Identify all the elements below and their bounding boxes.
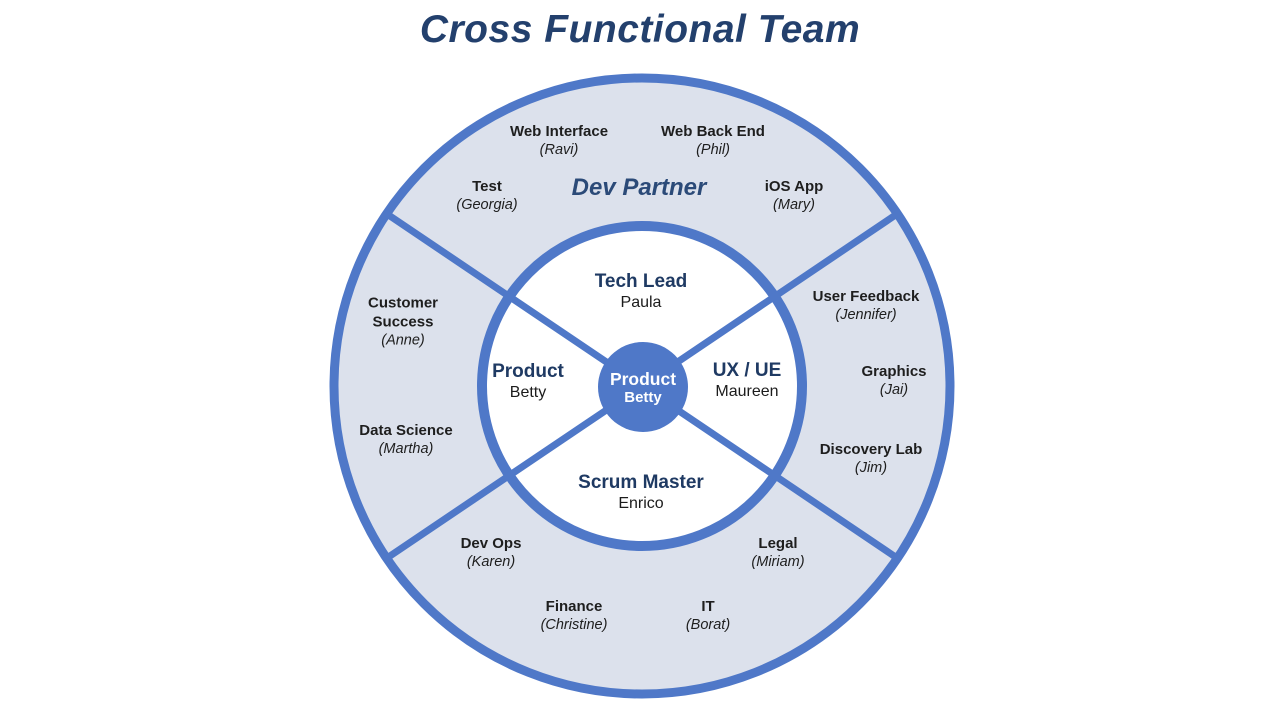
outer-item-data-science: Data Science (Martha) — [359, 421, 452, 459]
role-label: User Feedback — [812, 288, 920, 305]
role-label: UX / UE — [712, 360, 782, 381]
person-name: (Karen) — [466, 554, 516, 570]
outer-item-user-feedback: User Feedback (Jennifer) — [813, 287, 920, 325]
person-name: Paula — [620, 294, 662, 311]
role-label: Tech Lead — [594, 271, 688, 292]
outer-item-dev-ops: Dev Ops (Karen) — [461, 534, 522, 572]
outer-item-customer-success: Customer Success (Anne) — [347, 294, 459, 351]
center-role-product: Product Betty — [610, 369, 676, 407]
role-label: Data Science — [359, 422, 453, 439]
person-name: Betty — [624, 389, 662, 406]
outer-item-web-interface: Web Interface (Ravi) — [510, 122, 608, 160]
role-label: Legal — [758, 535, 798, 552]
person-name: (Christine) — [540, 617, 608, 633]
role-label: Scrum Master — [578, 472, 704, 493]
person-name: (Anne) — [381, 332, 425, 349]
role-label: Product — [492, 361, 564, 382]
role-label: Web Interface — [509, 123, 609, 140]
person-name: (Georgia) — [456, 197, 518, 213]
role-label: Graphics — [861, 363, 927, 380]
page-title: Cross Functional Team — [419, 8, 861, 51]
person-name: (Ravi) — [539, 142, 579, 158]
person-name: (Mary) — [773, 197, 815, 213]
dev-partner-heading: Dev Partner — [571, 174, 707, 201]
person-name: (Martha) — [378, 441, 434, 457]
role-label: IT — [701, 598, 715, 615]
person-name: (Borat) — [685, 617, 731, 633]
person-name: (Phil) — [696, 142, 730, 158]
role-label: Web Back End — [661, 123, 765, 140]
person-name: Betty — [509, 384, 547, 401]
inner-role-ux-ue: UX / UE Maureen — [713, 360, 782, 402]
role-label: Test — [472, 178, 502, 195]
outer-item-it: IT (Borat) — [686, 597, 730, 635]
person-name: Enrico — [618, 495, 664, 512]
inner-role-tech-lead: Tech Lead Paula — [595, 271, 688, 313]
outer-item-discovery-lab: Discovery Lab (Jim) — [820, 440, 923, 478]
inner-role-product: Product Betty — [492, 361, 564, 403]
person-name: (Jim) — [854, 460, 888, 476]
role-label: iOS App — [764, 178, 824, 195]
center-circle — [598, 342, 688, 432]
role-label: Finance — [545, 598, 603, 615]
role-label: Customer Success — [367, 294, 438, 331]
inner-role-scrum-master: Scrum Master Enrico — [578, 472, 704, 514]
outer-item-web-back-end: Web Back End (Phil) — [661, 122, 765, 160]
role-label: Dev Ops — [460, 535, 522, 552]
outer-item-legal: Legal (Miriam) — [751, 534, 804, 572]
outer-item-finance: Finance (Christine) — [541, 597, 608, 635]
role-label: Discovery Lab — [819, 441, 923, 458]
person-name: (Jai) — [879, 382, 909, 398]
person-name: (Miriam) — [751, 554, 805, 570]
outer-item-test: Test (Georgia) — [456, 177, 517, 215]
outer-item-graphics: Graphics (Jai) — [861, 362, 926, 400]
person-name: (Jennifer) — [835, 307, 897, 323]
outer-item-ios-app: iOS App (Mary) — [765, 177, 824, 215]
person-name: Maureen — [715, 383, 779, 400]
role-label: Product — [609, 369, 677, 389]
